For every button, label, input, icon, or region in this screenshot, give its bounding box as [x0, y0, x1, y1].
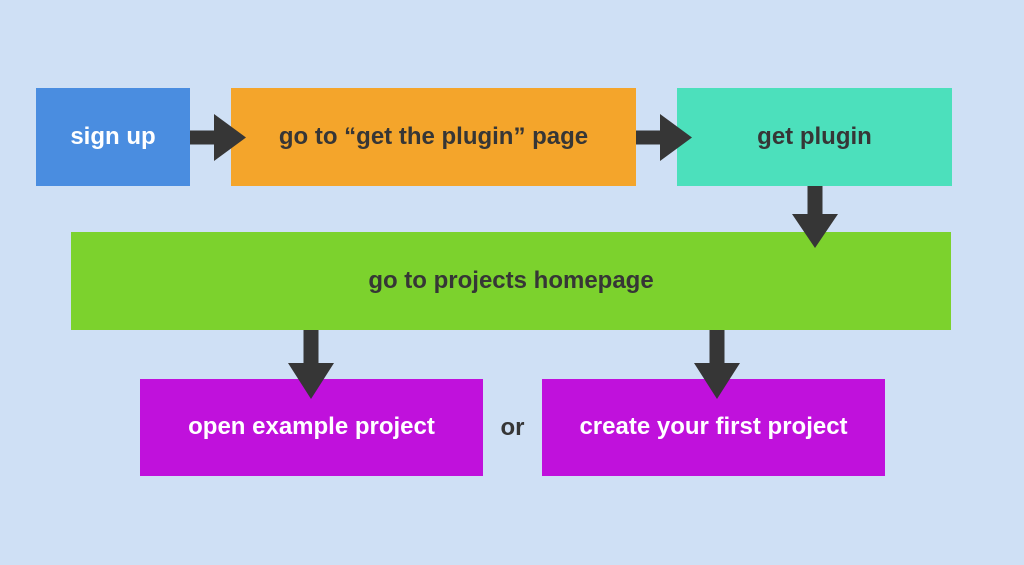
arrow-down-icon [288, 330, 334, 399]
node-create-first-project: create your first project [542, 379, 885, 476]
node-get-the-plugin-page-label: go to “get the plugin” page [278, 122, 589, 150]
node-open-example-project-label: open example project [188, 413, 435, 441]
arrow-right-icon [636, 114, 692, 161]
node-sign-up: sign up [36, 88, 190, 186]
arrow-right-icon [190, 114, 246, 161]
node-sign-up-label: sign up [70, 122, 156, 150]
node-get-plugin-label: get plugin [757, 122, 872, 150]
node-get-plugin: get plugin [677, 88, 952, 186]
arrow-down-icon [792, 186, 838, 248]
or-label: or [500, 413, 525, 441]
node-create-first-project-label: create your first project [579, 413, 848, 441]
node-projects-homepage: go to projects homepage [71, 232, 951, 330]
arrow-down-icon [694, 330, 740, 399]
node-projects-homepage-label: go to projects homepage [368, 266, 654, 294]
node-open-example-project: open example project [140, 379, 483, 476]
node-get-the-plugin-page: go to “get the plugin” page [231, 88, 636, 186]
